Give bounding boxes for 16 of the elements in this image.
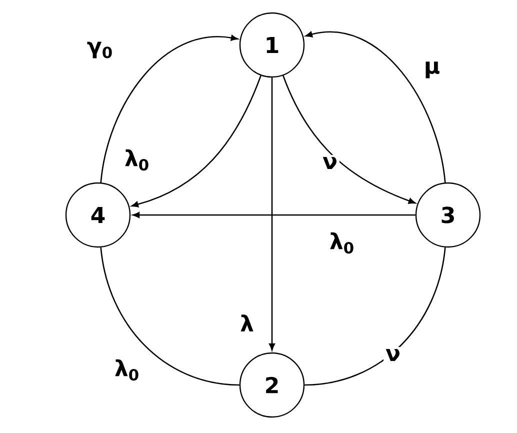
arrow [131, 75, 262, 208]
edge-label: λ$_{0}$ [112, 357, 142, 383]
edge-label: λ [238, 312, 256, 334]
edge-label: λ$_{0}$ [327, 230, 357, 256]
connector-line [100, 247, 240, 386]
arrow [305, 31, 446, 183]
edge-label: μ [422, 60, 442, 80]
connector-line [304, 247, 446, 386]
arrow [282, 75, 416, 204]
edge-label: λ$_{0}$ [122, 147, 152, 173]
arrow [269, 78, 275, 350]
arrow [132, 212, 416, 218]
edge-label: ν [320, 154, 340, 171]
edge-label: ν [384, 346, 402, 363]
arrow [100, 34, 238, 183]
edge-label: γ$_{0}$ [84, 40, 116, 60]
